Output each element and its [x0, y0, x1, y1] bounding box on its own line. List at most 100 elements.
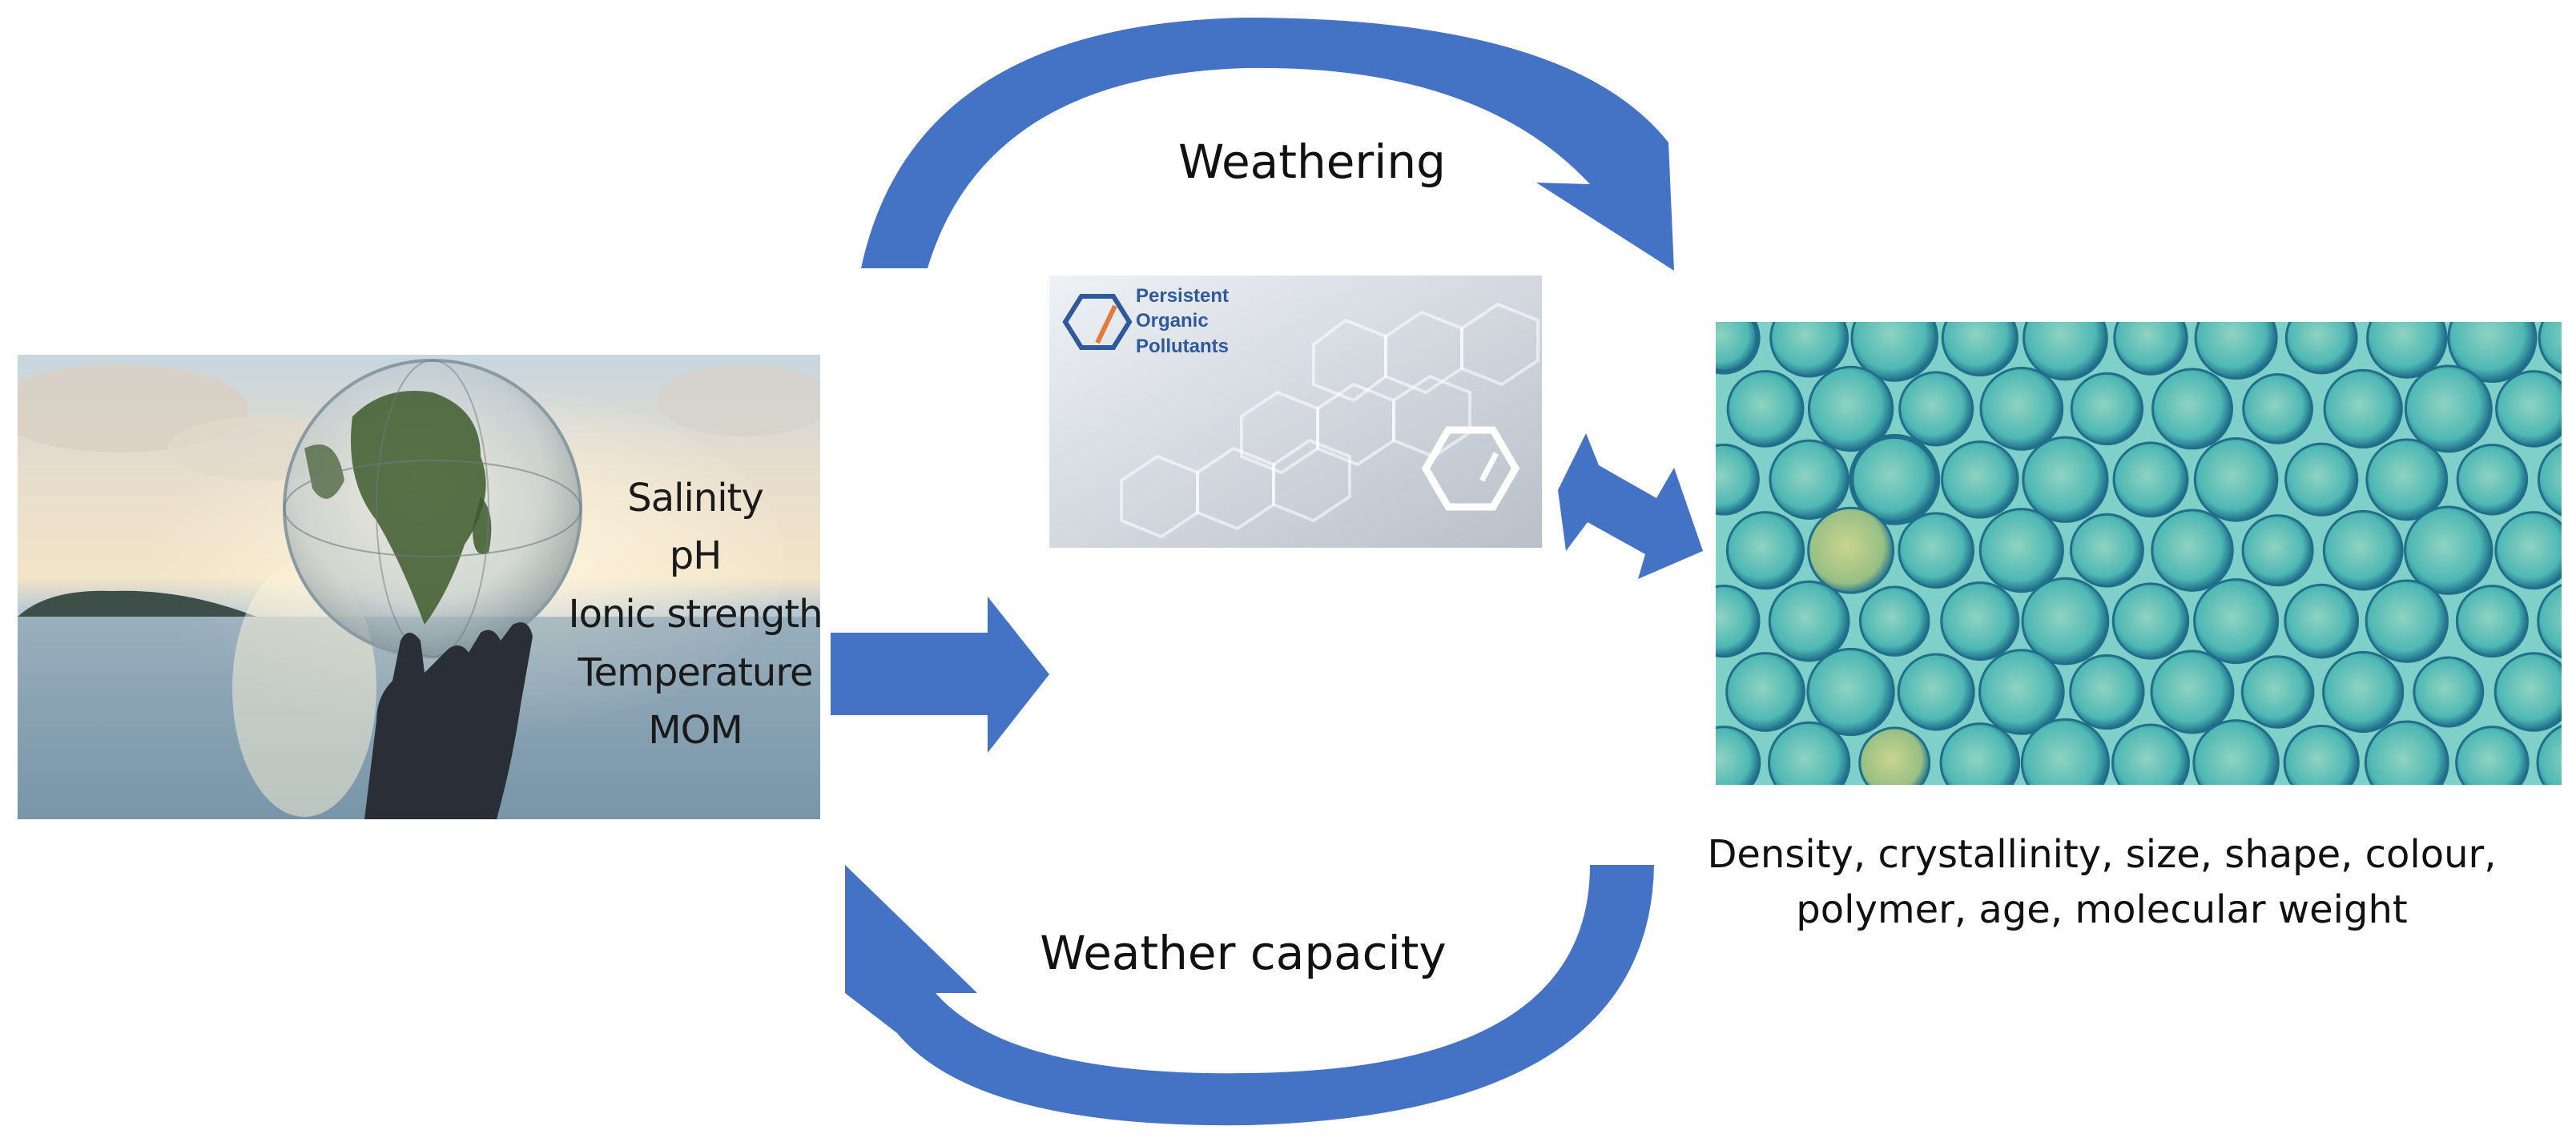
microbead	[1725, 511, 1805, 590]
microbead	[1726, 369, 1805, 448]
microbead	[2404, 505, 2493, 595]
microbead	[2456, 444, 2529, 516]
microbead	[1849, 433, 1941, 525]
microbead	[1768, 580, 1850, 662]
pop-logo-icon	[1062, 294, 1133, 350]
microbead	[2538, 322, 2562, 375]
microbead	[2022, 436, 2109, 523]
weather-capacity-label: Weather capacity	[1040, 926, 1447, 980]
pop-title-line: Pollutants	[1136, 336, 1229, 357]
right-arrow	[831, 597, 1049, 753]
microbead	[2322, 650, 2405, 734]
microbead	[2070, 372, 2144, 446]
microbead	[2455, 726, 2530, 785]
microbead	[1898, 512, 1974, 589]
factor-label: Ionic strength	[568, 592, 822, 637]
microbead	[1716, 726, 1761, 785]
factor-label: Salinity	[627, 476, 763, 521]
properties-line: Density, crystallinity, size, shape, col…	[1707, 832, 2496, 877]
factor-label: pH	[670, 533, 722, 578]
microbead	[1941, 322, 2019, 377]
microbead	[2536, 724, 2562, 785]
microbead	[2364, 720, 2449, 785]
microbead	[2021, 577, 2110, 665]
pop-title-line: Persistent	[1136, 285, 1229, 307]
microbead	[2193, 578, 2280, 665]
microbead	[1898, 371, 1974, 447]
microbead	[2111, 582, 2190, 660]
microbead	[1939, 722, 2021, 785]
factor-label: MOM	[648, 708, 743, 753]
microbead	[1725, 652, 1805, 732]
microbead	[1806, 647, 1895, 737]
microbead	[2151, 368, 2234, 450]
microbead	[2194, 322, 2278, 380]
microbead	[2284, 442, 2359, 517]
microbead	[2112, 441, 2189, 518]
microbead	[1858, 585, 1930, 657]
microbead	[2242, 373, 2313, 444]
microbead	[2495, 370, 2562, 448]
pop-title-line: Organic	[1136, 310, 1209, 332]
microbead	[1978, 649, 2065, 735]
hand-icon	[364, 622, 533, 819]
microbead	[2537, 583, 2562, 659]
microbead	[2493, 652, 2562, 732]
microbead	[1716, 585, 1761, 658]
microbead	[2151, 509, 2234, 592]
weathering-label: Weathering	[1178, 135, 1446, 189]
properties-line: polymer, age, molecular weight	[1796, 887, 2407, 932]
microbead	[1940, 440, 2019, 519]
microbead	[2365, 438, 2449, 521]
microbead	[2023, 322, 2108, 381]
microbead	[1716, 322, 1761, 375]
microbead	[1807, 506, 1895, 594]
microbead	[2241, 514, 2314, 587]
microbead	[2322, 509, 2404, 591]
microbead	[2455, 585, 2529, 658]
microbead	[2404, 364, 2493, 453]
microbead	[1767, 721, 1851, 785]
microbead	[2113, 322, 2188, 376]
microbead	[2020, 718, 2110, 785]
microbead	[1940, 581, 2020, 661]
microbead	[2069, 513, 2144, 588]
microbead	[2111, 723, 2190, 785]
microbead	[1769, 439, 1849, 520]
microbead	[1807, 365, 1894, 452]
island-shape	[18, 590, 256, 617]
microbead	[2150, 649, 2235, 734]
environment-factors: Salinity pH Ionic strength Temperature M…	[568, 476, 823, 753]
microbead	[2284, 322, 2358, 375]
microbead	[2283, 724, 2360, 785]
microbead	[1979, 367, 2064, 451]
microbead	[1897, 653, 1975, 731]
microbead	[2069, 653, 2145, 730]
bead-group	[1716, 322, 2562, 785]
weathering-arrow	[861, 18, 1674, 271]
microbead	[2240, 655, 2315, 729]
microbead	[2365, 579, 2449, 663]
weather-capacity-arrow	[845, 865, 1654, 1126]
microbead	[1978, 508, 2064, 593]
microbead	[2537, 442, 2562, 517]
factor-label: Temperature	[577, 650, 812, 695]
microbead	[2447, 322, 2538, 383]
double-headed-arrow	[1558, 433, 1703, 579]
microbead	[2413, 656, 2485, 728]
microbead	[2323, 368, 2403, 449]
microbead	[1716, 443, 1760, 516]
microplastics-image	[1716, 322, 2562, 785]
microbead	[2193, 437, 2279, 522]
benzene-ring-icon	[1421, 426, 1520, 511]
microbead	[2494, 511, 2562, 590]
microbead	[1850, 322, 1938, 382]
microbead	[2366, 322, 2448, 379]
microbead	[1858, 726, 1931, 785]
microplastic-properties: Density, crystallinity, size, shape, col…	[1707, 832, 2496, 932]
microbead	[1769, 322, 1849, 378]
environment-image	[18, 355, 820, 819]
globe-icon	[283, 359, 582, 658]
pop-card: Persistent Organic Pollutants	[1049, 275, 1542, 548]
